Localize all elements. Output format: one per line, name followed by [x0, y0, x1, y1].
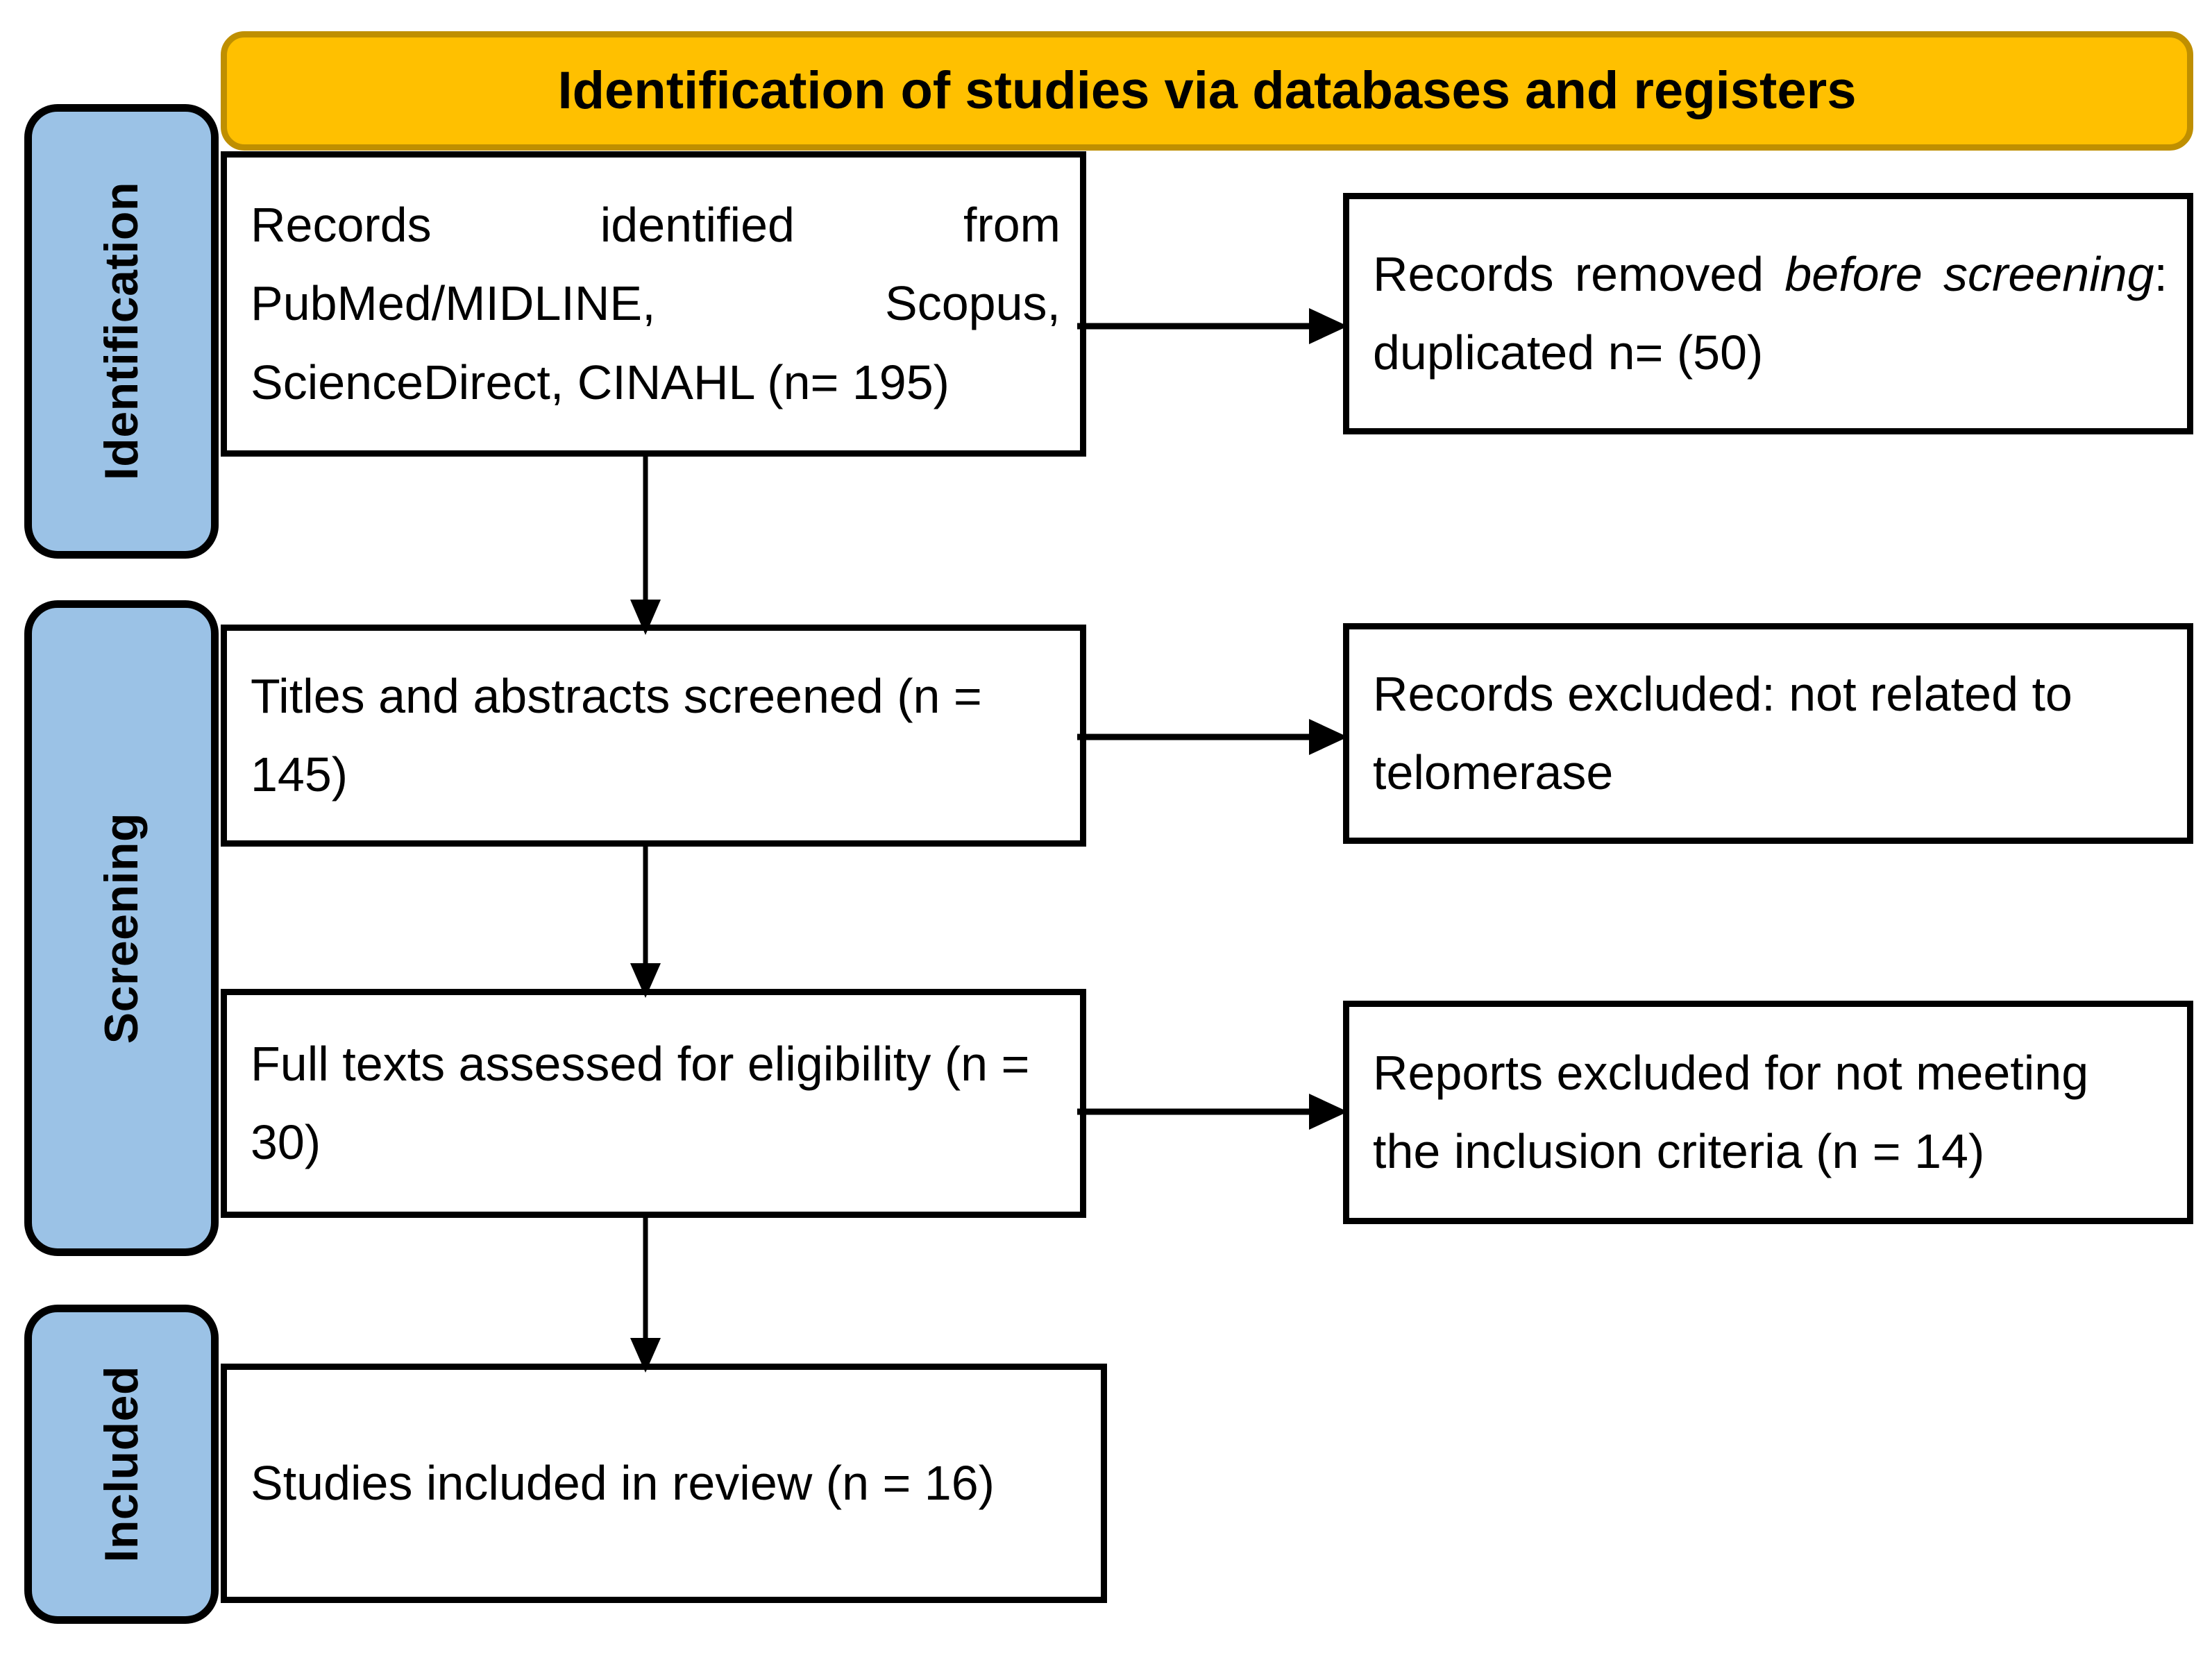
box-studies-included-text: Studies included in review (n = 16) — [251, 1455, 995, 1510]
box-records-removed-italic: before screening — [1784, 246, 2154, 301]
arrow-identified-to-removed — [1077, 298, 1355, 354]
phase-label-screening: Screening — [95, 812, 148, 1044]
diagram-banner: Identification of studies via databases … — [221, 31, 2193, 151]
arrow-down-icon — [630, 841, 661, 998]
phase-bar-identification: Identification — [24, 104, 219, 559]
arrow-right-icon — [1077, 308, 1348, 344]
phase-label-included: Included — [95, 1366, 148, 1563]
arrow-down-icon — [630, 1213, 661, 1373]
phase-label-identification: Identification — [95, 182, 148, 481]
box-titles-abstracts-screened: Titles and abstracts screened (n = 145) — [221, 625, 1086, 847]
phase-bar-screening: Screening — [24, 600, 219, 1256]
box-records-removed-lead: Records removed — [1373, 246, 1785, 301]
box-full-texts-assessed: Full texts assessed for eligibility (n =… — [221, 989, 1086, 1218]
box-records-excluded-text: Records excluded: not related to telomer… — [1373, 666, 2072, 799]
box-reports-excluded: Reports excluded for not meeting the inc… — [1343, 1001, 2193, 1224]
arrow-identified-to-screened — [611, 451, 680, 635]
box-reports-excluded-text: Reports excluded for not meeting the inc… — [1373, 1045, 2089, 1178]
box-titles-abstracts-screened-text: Titles and abstracts screened (n = 145) — [251, 668, 982, 802]
arrow-screened-to-fulltext — [611, 841, 680, 998]
box-studies-included: Studies included in review (n = 16) — [221, 1364, 1107, 1603]
box-records-excluded: Records excluded: not related to telomer… — [1343, 623, 2193, 844]
box-records-removed: Records removed before screening: duplic… — [1343, 193, 2193, 434]
diagram-banner-title: Identification of studies via databases … — [557, 61, 1857, 120]
arrow-fulltext-to-included — [611, 1213, 680, 1373]
arrow-right-icon — [1077, 719, 1348, 755]
arrow-screened-to-excluded — [1077, 709, 1355, 765]
box-records-removed-tail: : duplicated n= (50) — [1373, 246, 2168, 380]
box-full-texts-assessed-text: Full texts assessed for eligibility (n =… — [251, 1036, 1030, 1169]
box-records-removed-text: Records removed before screening: duplic… — [1349, 235, 2187, 393]
arrow-fulltext-to-reports-excluded — [1077, 1084, 1355, 1139]
box-records-identified-text: Records identified from PubMed/MIDLINE, … — [251, 197, 1061, 409]
arrow-right-icon — [1077, 1094, 1348, 1130]
box-records-identified: Records identified from PubMed/MIDLINE, … — [221, 151, 1086, 457]
phase-bar-included: Included — [24, 1305, 219, 1624]
arrow-down-icon — [630, 451, 661, 635]
